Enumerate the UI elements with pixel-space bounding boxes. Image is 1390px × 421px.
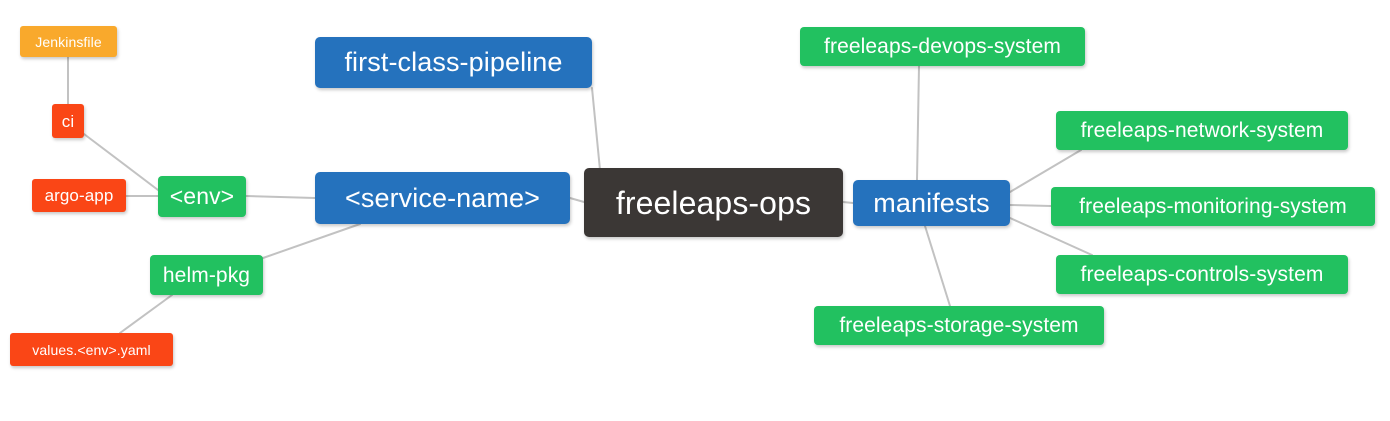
edge-manifests-to-freeleaps-devops-system (916, 65, 920, 181)
edge-helm-pkg-to-values-env-yaml (119, 294, 173, 334)
node-helm-pkg[interactable]: helm-pkg (150, 255, 263, 295)
node-freeleaps-monitoring-system[interactable]: freeleaps-monitoring-system (1051, 187, 1375, 226)
node-jenkinsfile[interactable]: Jenkinsfile (20, 26, 117, 57)
edge-service-name-to-env (245, 195, 316, 199)
node-manifests[interactable]: manifests (853, 180, 1010, 226)
node-ci[interactable]: ci (52, 104, 84, 138)
node-freeleaps-controls-system[interactable]: freeleaps-controls-system (1056, 255, 1348, 294)
node-first-class-pipeline[interactable]: first-class-pipeline (315, 37, 592, 88)
edge-freeleaps-ops-to-first-class-pipeline (591, 87, 601, 171)
edge-freeleaps-ops-to-service-name (569, 197, 585, 203)
node-env[interactable]: <env> (158, 176, 246, 217)
edge-manifests-to-freeleaps-monitoring-system (1009, 204, 1052, 207)
node-freeleaps-ops[interactable]: freeleaps-ops (584, 168, 843, 237)
edge-manifests-to-freeleaps-network-system (1009, 149, 1082, 193)
node-freeleaps-network-system[interactable]: freeleaps-network-system (1056, 111, 1348, 150)
edge-manifests-to-freeleaps-storage-system (924, 225, 951, 307)
node-freeleaps-devops-system[interactable]: freeleaps-devops-system (800, 27, 1085, 66)
edge-service-name-to-helm-pkg (262, 223, 361, 259)
node-argo-app[interactable]: argo-app (32, 179, 126, 212)
node-freeleaps-storage-system[interactable]: freeleaps-storage-system (814, 306, 1104, 345)
node-service-name[interactable]: <service-name> (315, 172, 570, 224)
edge-freeleaps-ops-to-manifests (842, 201, 854, 204)
node-values-env-yaml[interactable]: values.<env>.yaml (10, 333, 173, 366)
